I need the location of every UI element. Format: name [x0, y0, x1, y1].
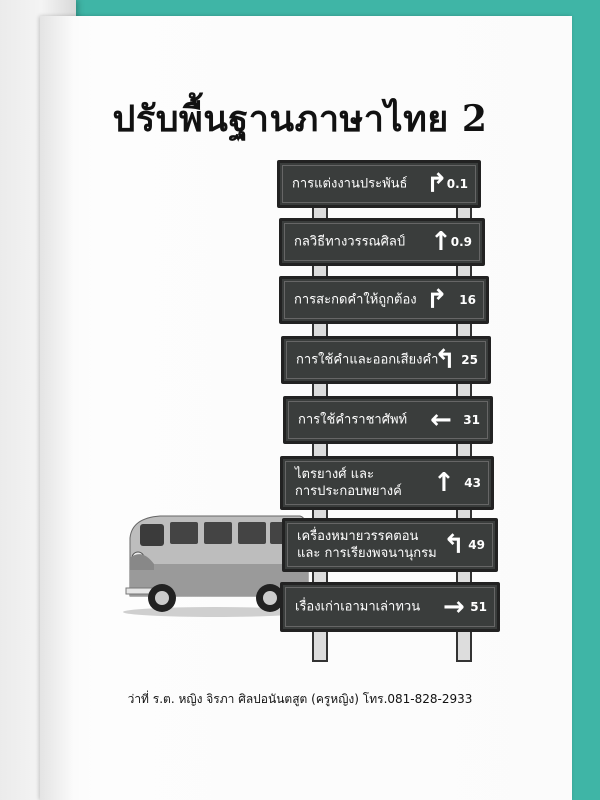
- right-arrow-icon: →: [443, 592, 465, 622]
- turn-right-arrow-icon: ↱: [426, 285, 448, 315]
- turn-left-arrow-icon: ↰: [434, 345, 456, 375]
- sign-label: การสะกดคำให้ถูกต้อง: [294, 292, 417, 308]
- sign-label-line-2: และ การเรียงพจนานุกรม: [297, 546, 437, 561]
- sign-label: เรื่องเก่าเอามาเล่าทวน: [295, 599, 421, 615]
- sign-label-line-1: ไตรยางศ์ และ: [295, 467, 374, 482]
- turn-right-arrow-icon: ↱: [426, 169, 448, 199]
- sign-chapter-5: การใช้คำราชาศัพท์ ← 31: [283, 396, 493, 444]
- sign-page-number: 25: [461, 353, 478, 367]
- page-title: ปรับพื้นฐานภาษาไทย 2: [112, 98, 488, 140]
- sign-page-number: 49: [468, 538, 485, 552]
- sign-label: การแต่งงานประพันธ์: [292, 176, 408, 192]
- book-spine-shadow: [40, 16, 74, 800]
- sign-page-number: 0.9: [450, 235, 472, 249]
- sign-label: กลวิธีทางวรรณศิลป์: [294, 234, 406, 250]
- sign-chapter-7: เครื่องหมายวรรคตอน และ การเรียงพจนานุกรม…: [282, 518, 498, 572]
- sign-page-number: 31: [463, 413, 480, 427]
- sign-page-number: 16: [459, 293, 476, 307]
- sign-page-number: 43: [464, 476, 481, 490]
- sign-page-number: 0.1: [446, 177, 468, 191]
- turn-left-arrow-icon: ↰: [443, 530, 465, 560]
- sign-label-line-2: การประกอบพยางค์: [295, 484, 402, 499]
- up-arrow-icon: ↑: [433, 468, 455, 498]
- sign-label: ไตรยางศ์ และ การประกอบพยางค์: [295, 466, 402, 500]
- up-arrow-icon: ↑: [430, 227, 452, 257]
- sign-chapter-6: ไตรยางศ์ และ การประกอบพยางค์ ↑ 43: [280, 456, 494, 510]
- sign-label: เครื่องหมายวรรคตอน และ การเรียงพจนานุกรม: [297, 528, 437, 562]
- sign-chapter-8: เรื่องเก่าเอามาเล่าทวน → 51: [280, 582, 500, 632]
- sign-chapter-2: กลวิธีทางวรรณศิลป์ ↑ 0.9: [279, 218, 485, 266]
- van-illustration: [123, 515, 309, 617]
- sign-label: การใช้คำและออกเสียงคำ: [296, 352, 439, 368]
- sign-label-line-1: เครื่องหมายวรรคตอน: [297, 529, 419, 544]
- sign-chapter-4: การใช้คำและออกเสียงคำ ↰ 25: [281, 336, 491, 384]
- sign-label: การใช้คำราชาศัพท์: [298, 412, 408, 428]
- author-contact: ว่าที่ ร.ต. หญิง จิรภา ศิลปอนันตสูต (ครู…: [127, 692, 473, 706]
- sign-page-number: 51: [470, 600, 487, 614]
- left-arrow-icon: ←: [430, 405, 452, 435]
- sign-chapter-1: การแต่งงานประพันธ์ ↱ 0.1: [277, 160, 481, 208]
- sign-chapter-3: การสะกดคำให้ถูกต้อง ↱ 16: [279, 276, 489, 324]
